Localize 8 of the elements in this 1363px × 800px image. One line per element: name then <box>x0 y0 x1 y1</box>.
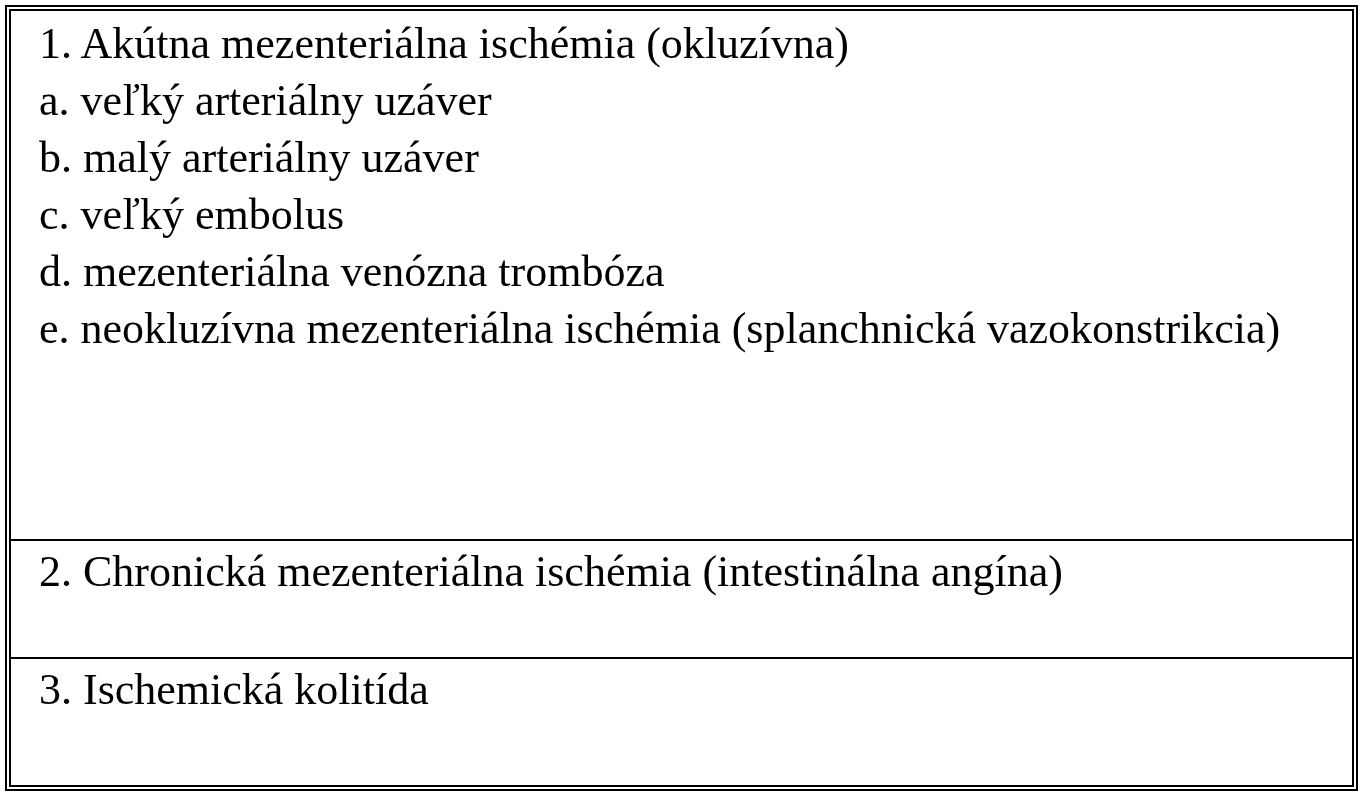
list-item: b. malý arteriálny uzáver <box>39 132 480 184</box>
category-heading: 2. Chronická mezenteriálna ischémia (intestinálna angína) <box>39 546 1064 598</box>
list-item: d. mezenteriálna venózna trombóza <box>39 246 666 298</box>
category-heading: 1. Akútna mezenteriálna ischémia (okluzívna) <box>39 18 851 70</box>
list-item: a. veľký arteriálny uzáver <box>39 75 493 127</box>
category-heading: 3. Ischemická kolitída <box>39 664 430 716</box>
list-item: c. veľký embolus <box>39 189 346 241</box>
list-item: e. neokluzívna mezenteriálna ischémia (splanchnická vazokonstrikcia) <box>39 303 1282 355</box>
